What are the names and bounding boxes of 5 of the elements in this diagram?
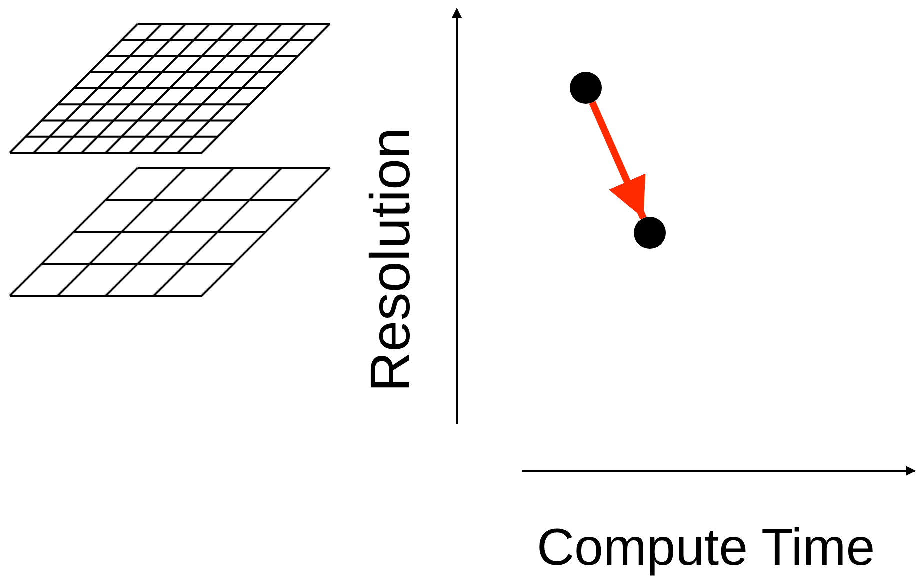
arrow bbox=[589, 101, 647, 220]
axis-title: Compute Time bbox=[537, 522, 876, 574]
data-point-dot bbox=[570, 72, 602, 104]
axis-title: Resolution bbox=[362, 128, 418, 392]
data-point-dot bbox=[634, 217, 666, 249]
